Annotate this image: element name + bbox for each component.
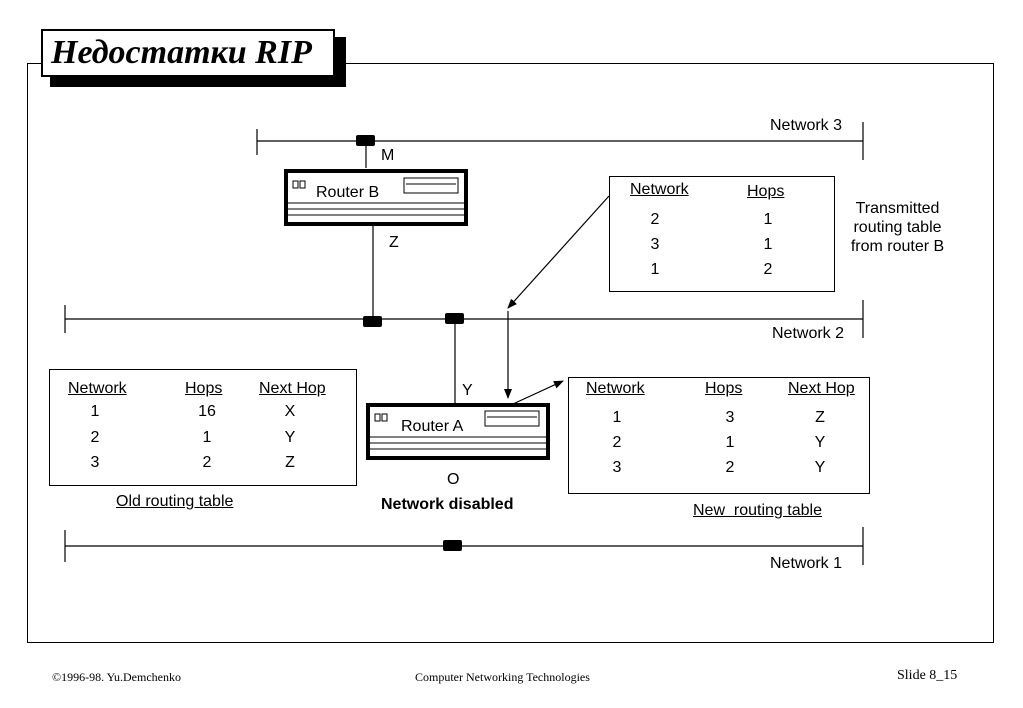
table-cell: 1 xyxy=(612,409,622,426)
table-cell: 2 xyxy=(612,434,622,451)
router-a-label: Router A xyxy=(401,418,464,435)
table-header: Hops xyxy=(747,183,785,200)
port-m-block xyxy=(356,135,375,146)
port-o-label: O xyxy=(447,471,460,488)
table-cell: 2 xyxy=(202,454,212,471)
table-header: Network xyxy=(586,380,645,397)
table-header: Next Hop xyxy=(788,380,855,397)
table-cell: 1 xyxy=(90,403,100,420)
table-cell: 3 xyxy=(612,459,622,476)
table-cell: 3 xyxy=(90,454,100,471)
transmitted-table-caption: Transmitted routing table from router B xyxy=(850,200,945,255)
table-cell: 1 xyxy=(202,429,212,446)
new-routing-table: Network Hops Next Hop 1 3 Z 2 1 Y 3 2 Y xyxy=(568,377,870,494)
table-cell: Y xyxy=(284,429,296,446)
network1-bus xyxy=(64,527,864,565)
transmitted-routing-table: Network Hops 2 1 3 1 1 2 xyxy=(609,176,835,292)
slide-title: Недостатки RIP xyxy=(51,34,312,71)
table-cell: 1 xyxy=(650,261,660,278)
footer-copyright: ©1996-98. Yu.Demchenko xyxy=(52,670,181,684)
new-table-caption: New routing table xyxy=(693,502,822,519)
old-table-caption: Old routing table xyxy=(116,493,234,510)
port-y-label: Y xyxy=(462,382,473,399)
router-a xyxy=(366,403,550,460)
arrow-router-a-to-new-table xyxy=(512,380,564,405)
port-z-label: Z xyxy=(389,234,399,251)
table-cell: 1 xyxy=(763,211,773,228)
network3-label: Network 3 xyxy=(770,117,843,134)
table-cell: 2 xyxy=(650,211,660,228)
title-box: Недостатки RIP xyxy=(41,29,335,77)
table-cell: 1 xyxy=(725,434,735,451)
footer-course: Computer Networking Technologies xyxy=(415,670,590,684)
network2-label: Network 2 xyxy=(772,325,845,342)
table-cell: Y xyxy=(814,434,826,451)
router-b xyxy=(284,169,468,226)
table-cell: 2 xyxy=(725,459,735,476)
port-m-label: M xyxy=(381,147,395,164)
network1-label: Network 1 xyxy=(770,555,843,572)
old-routing-table: Network Hops Next Hop 1 16 X 2 1 Y 3 2 Z xyxy=(49,369,357,486)
arrow-table-to-network2 xyxy=(507,195,610,309)
table-cell: 3 xyxy=(650,236,660,253)
table-cell: Z xyxy=(815,409,825,426)
table-cell: 2 xyxy=(90,429,100,446)
port-y-block xyxy=(445,313,464,324)
network-disabled-label: Network disabled xyxy=(381,496,514,513)
port-o-block xyxy=(443,540,462,551)
footer-slide-number: Slide 8_15 xyxy=(897,668,958,683)
table-header: Next Hop xyxy=(259,380,326,397)
table-cell: 16 xyxy=(198,403,216,420)
table-cell: 2 xyxy=(763,261,773,278)
table-header: Hops xyxy=(705,380,743,397)
table-cell: Z xyxy=(285,454,295,471)
table-cell: 3 xyxy=(725,409,735,426)
table-cell: 1 xyxy=(763,236,773,253)
table-cell: Y xyxy=(814,459,826,476)
port-z-block xyxy=(363,316,382,327)
router-b-label: Router B xyxy=(316,184,380,201)
table-header: Network xyxy=(630,181,689,198)
table-cell: X xyxy=(284,403,296,420)
table-header: Hops xyxy=(185,380,223,397)
table-header: Network xyxy=(68,380,127,397)
